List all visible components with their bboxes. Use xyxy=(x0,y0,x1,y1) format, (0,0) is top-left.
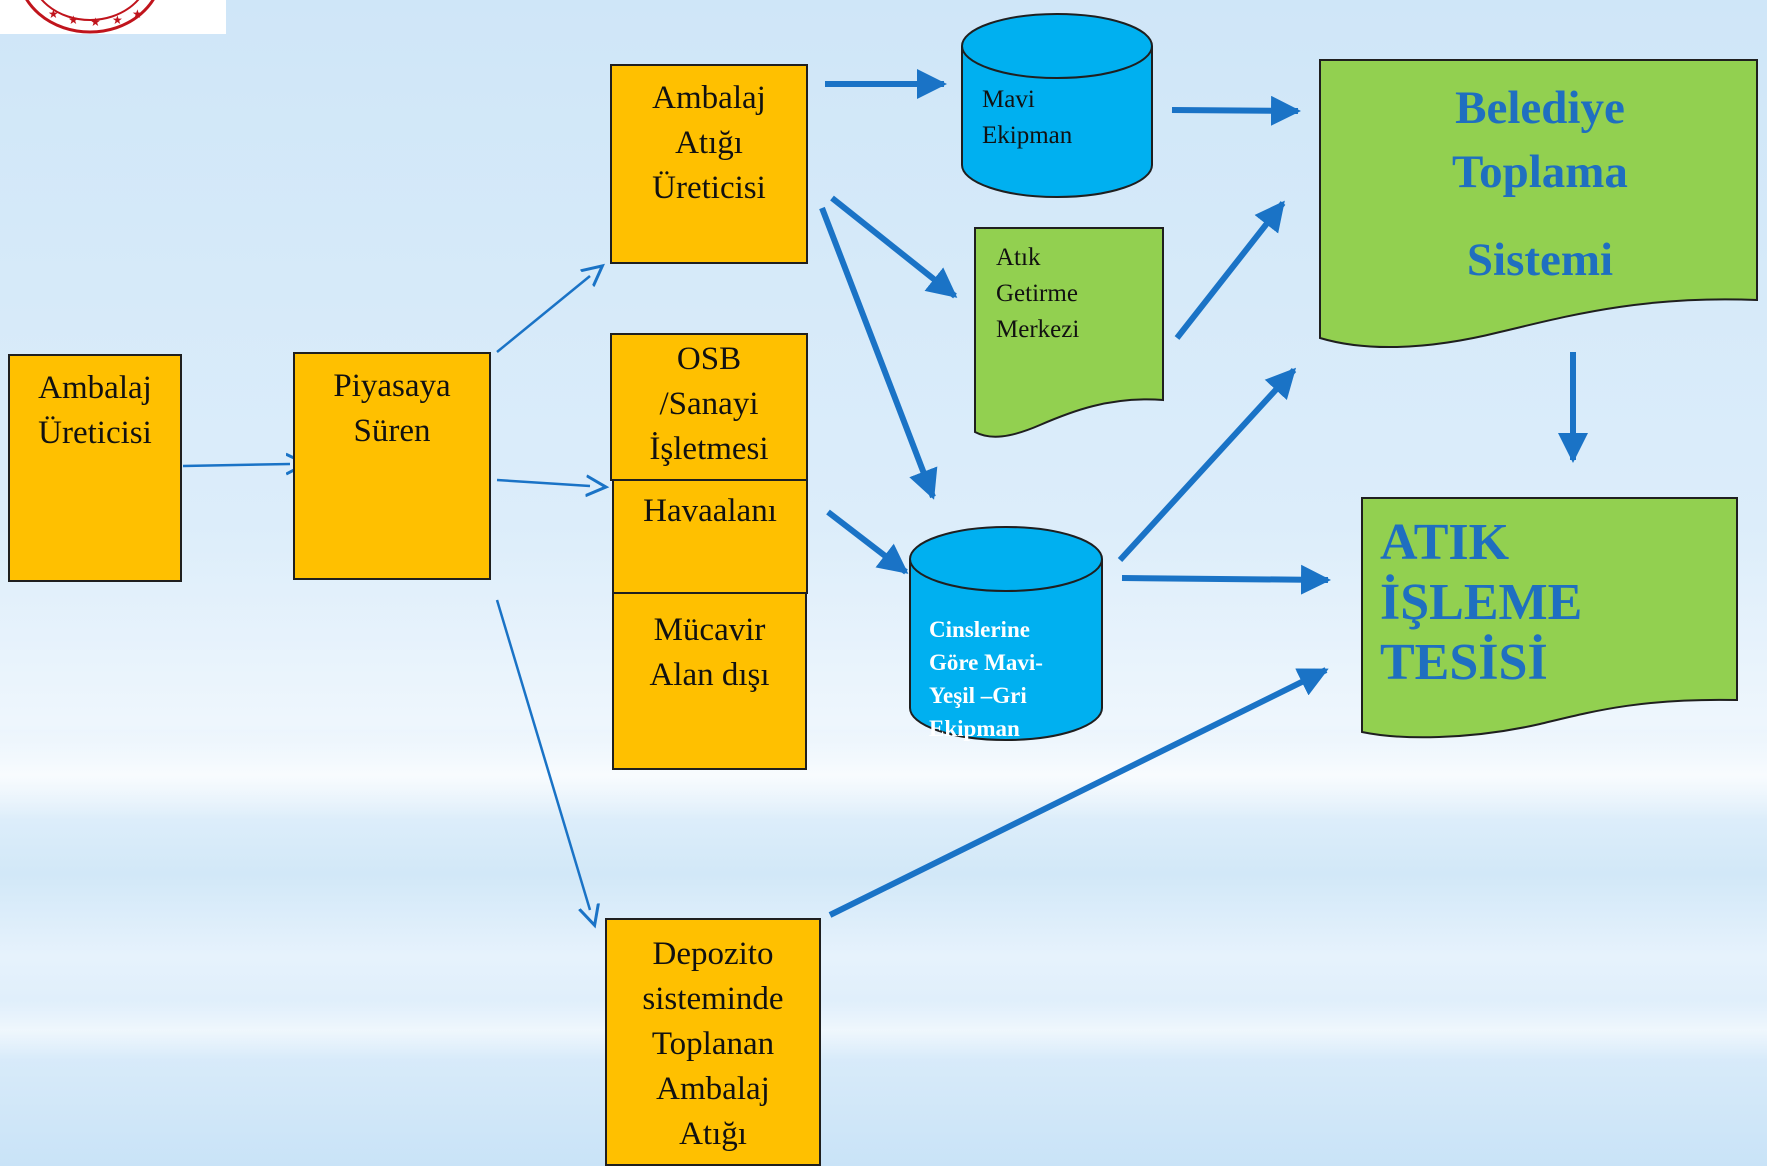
box-line: Ambalaj xyxy=(38,370,152,406)
havaalani-box: Havaalanı xyxy=(612,479,808,594)
box-line: Atığı xyxy=(679,1116,747,1152)
mavi-ekipman-label: Mavi Ekipman xyxy=(982,82,1072,154)
depozito-box: Depozito sisteminde Toplanan Ambalaj Atı… xyxy=(605,918,821,1166)
label-line: ATIK xyxy=(1380,514,1510,571)
box-line: Süren xyxy=(353,413,431,449)
box-line: Ambalaj xyxy=(652,80,766,116)
arrow-cinslerine-to-belediye xyxy=(1117,367,1297,563)
arrow-piyasa-to-osb xyxy=(496,480,590,486)
svg-text:★: ★ xyxy=(112,13,123,27)
ambalaj-ureticisi-box: Ambalaj Üreticisi xyxy=(8,354,182,582)
label-line: Göre Mavi- xyxy=(929,650,1043,675)
arrow-mavi-to-belediye xyxy=(1171,95,1301,126)
atik-isleme-label: ATIK İŞLEME TESİSİ xyxy=(1380,513,1582,693)
box-line: Depozito xyxy=(652,936,774,972)
box-line: Üreticisi xyxy=(652,170,766,206)
arrow-piyasa-to-ambalaj-atigi xyxy=(496,276,590,353)
label-line: Cinslerine xyxy=(929,617,1030,642)
box-line: Alan dışı xyxy=(649,657,770,693)
box-line: İşletmesi xyxy=(649,431,769,467)
osb-box: OSB /Sanayi İşletmesi xyxy=(610,333,808,481)
label-line: Ekipman xyxy=(929,716,1020,741)
label-line: Atık xyxy=(996,244,1041,271)
label-line: Yeşil –Gri xyxy=(929,683,1027,708)
svg-text:★: ★ xyxy=(90,15,101,29)
arrow-ambalaj-atigi-to-getirme xyxy=(830,195,958,299)
label-line: Ekipman xyxy=(982,122,1073,149)
background-band xyxy=(0,730,1767,820)
label-line: Belediye xyxy=(1455,82,1625,134)
atik-isleme-document xyxy=(1361,497,1738,739)
mucavir-box: Mücavir Alan dışı xyxy=(612,592,807,770)
arrow-piyasa-to-depozito xyxy=(495,599,590,910)
label-line: Toplama xyxy=(1452,146,1628,198)
arrow-cinslerine-to-isleme xyxy=(1121,564,1331,595)
svg-text:★: ★ xyxy=(68,13,79,27)
arrow-ambalaj-atigi-to-cinslerine xyxy=(819,206,938,500)
box-line: Mücavir xyxy=(653,612,766,648)
arrow-depozito-to-isleme xyxy=(828,667,1329,918)
arrow-uretici-to-piyasa xyxy=(182,464,290,466)
label-line: Mavi xyxy=(982,86,1035,113)
box-line: Piyasaya xyxy=(333,368,451,404)
cinslerine-label: Cinslerine Göre Mavi- Yeşil –Gri Ekipman xyxy=(929,613,1043,745)
box-line: OSB xyxy=(676,341,742,377)
atik-getirme-document xyxy=(974,227,1164,438)
svg-text:★: ★ xyxy=(48,7,59,21)
belediye-label: Belediye Toplama Sistemi xyxy=(1340,76,1740,292)
seal-logo-icon: ★ ★ ★ ★ ★ xyxy=(0,0,226,34)
piyasaya-suren-box: Piyasaya Süren xyxy=(293,352,491,580)
cinslerine-cylinder xyxy=(909,526,1103,741)
label-line: Merkezi xyxy=(996,316,1080,343)
ambalaj-atigi-ureticisi-box: Ambalaj Atığı Üreticisi xyxy=(610,64,808,264)
box-line: Atığı xyxy=(675,125,743,161)
belediye-document xyxy=(1319,59,1758,348)
background-band xyxy=(0,1000,1767,1060)
box-line: Ambalaj xyxy=(656,1071,770,1107)
mavi-ekipman-cylinder xyxy=(961,13,1153,198)
box-line: Havaalanı xyxy=(643,493,777,529)
box-line: Üreticisi xyxy=(38,415,152,451)
svg-text:★: ★ xyxy=(132,7,143,21)
box-line: /Sanayi xyxy=(659,386,759,422)
box-line: sisteminde xyxy=(642,981,784,1017)
label-line: Getirme xyxy=(996,280,1078,307)
label-line: Sistemi xyxy=(1466,234,1614,286)
arrow-getirme-to-belediye xyxy=(1174,200,1286,340)
label-line: İŞLEME xyxy=(1380,574,1583,631)
atik-getirme-label: Atık Getirme Merkezi xyxy=(996,240,1079,348)
arrow-havaalani-to-cinslerine xyxy=(826,509,909,575)
box-line: Toplanan xyxy=(651,1026,775,1062)
label-line: TESİSİ xyxy=(1380,634,1548,691)
